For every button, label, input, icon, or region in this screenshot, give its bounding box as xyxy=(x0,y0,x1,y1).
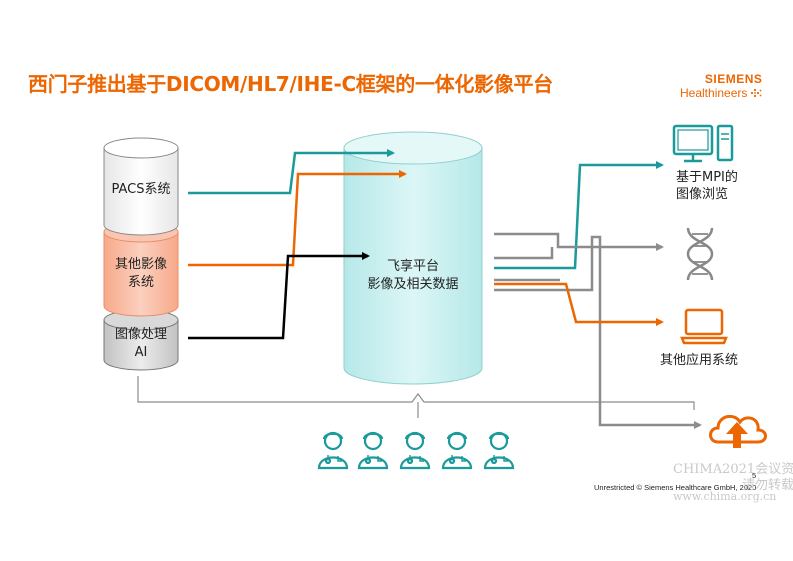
watermark-line2: 请勿转载 xyxy=(742,478,793,493)
ai-label-line2: AI xyxy=(134,345,148,360)
other-imaging-label-line1: 其他影像 xyxy=(114,257,167,272)
dna-icon xyxy=(686,227,714,281)
ai-label: 图像处理 AI xyxy=(104,326,178,362)
laptop-icon xyxy=(680,308,728,345)
watermark-line1: CHIMA2021会议资料 xyxy=(673,462,793,477)
other-apps-label: 其他应用系统 xyxy=(660,353,739,368)
siemens-healthineers-logo: SIEMENS Healthineers xyxy=(680,72,762,100)
logo-line2: Healthineers xyxy=(680,86,748,100)
user-icon xyxy=(441,431,473,470)
pacs-cylinder xyxy=(103,137,179,236)
ai-label-line1: 图像处理 xyxy=(114,327,167,342)
platform-cylinder xyxy=(343,131,483,385)
output-gray-arrow-2 xyxy=(494,247,554,260)
copyright-text: Unrestricted © Siemens Healthcare GmbH, … xyxy=(594,483,757,492)
logo-line1: SIEMENS xyxy=(704,72,763,86)
output-orange-arrow xyxy=(494,282,664,326)
users-group xyxy=(317,431,515,470)
other-imaging-to-platform-arrow xyxy=(188,170,407,267)
mpi-viewer-label-line1: 基于MPI的 xyxy=(676,170,738,185)
platform-label-line2: 影像及相关数据 xyxy=(367,277,459,292)
ai-to-platform-arrow xyxy=(188,252,370,340)
user-icon xyxy=(483,431,515,470)
other-imaging-label: 其他影像 系统 xyxy=(104,256,178,292)
output-gray-arrow-cloud xyxy=(494,235,702,429)
watermark-line3: www.chima.org.cn xyxy=(673,490,777,503)
platform-label-line1: 飞享平台 xyxy=(386,259,439,274)
user-icon xyxy=(357,431,389,470)
user-icon xyxy=(317,431,349,470)
cloud-upload-icon xyxy=(709,414,767,448)
page-title: 西门子推出基于DICOM/HL7/IHE-C框架的一体化影像平台 xyxy=(28,72,553,96)
pacs-system-label: PACS系统 xyxy=(111,182,171,197)
platform-label: 飞享平台 影像及相关数据 xyxy=(344,258,482,294)
page-number: 5 xyxy=(752,471,757,480)
other-imaging-label-line2: 系统 xyxy=(127,275,154,290)
logo-dots-icon xyxy=(751,88,762,98)
output-teal-arrow xyxy=(494,161,664,270)
output-gray-arrow-1 xyxy=(494,232,664,251)
mpi-viewer-label-line2: 图像浏览 xyxy=(676,187,729,202)
users-bracket xyxy=(137,376,695,410)
pacs-to-platform-arrow xyxy=(188,149,395,195)
user-icon xyxy=(399,431,431,470)
mpi-viewer-label: 基于MPI的 图像浏览 xyxy=(676,169,738,203)
computer-icon xyxy=(672,124,734,163)
